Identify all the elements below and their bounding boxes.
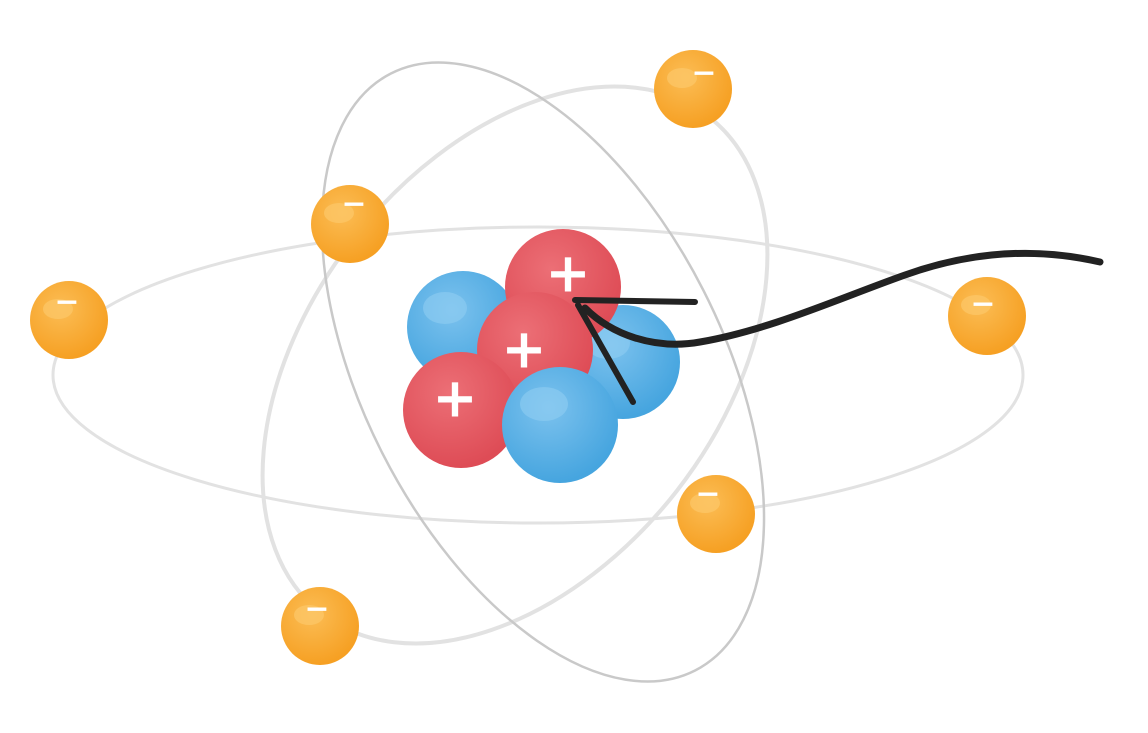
hand-drawn-arrow-icon (572, 249, 1104, 405)
electron-minus-sign: − (54, 285, 79, 320)
neutron (502, 367, 618, 483)
orbit-tilted-left (320, 61, 766, 683)
electron-minus-sign: − (691, 56, 716, 91)
electron-minus-sign: − (304, 592, 329, 627)
proton-plus-sign: + (432, 367, 477, 430)
electron-minus-sign: − (970, 287, 995, 322)
electron-minus-sign: − (695, 477, 720, 512)
electrons: − − − − − (30, 50, 1026, 665)
proton: + (403, 352, 519, 468)
electron: − (677, 475, 755, 553)
electron-minus-sign: − (341, 187, 366, 222)
electron: − (654, 50, 732, 128)
orbit-horizontal (51, 225, 1025, 525)
proton-plus-sign: + (545, 242, 590, 305)
electron: − (311, 185, 389, 263)
proton-plus-sign: + (501, 318, 546, 381)
electron: − (948, 277, 1026, 355)
electron: − (281, 587, 359, 665)
nucleus: + + + (403, 229, 680, 483)
electron: − (30, 281, 108, 359)
